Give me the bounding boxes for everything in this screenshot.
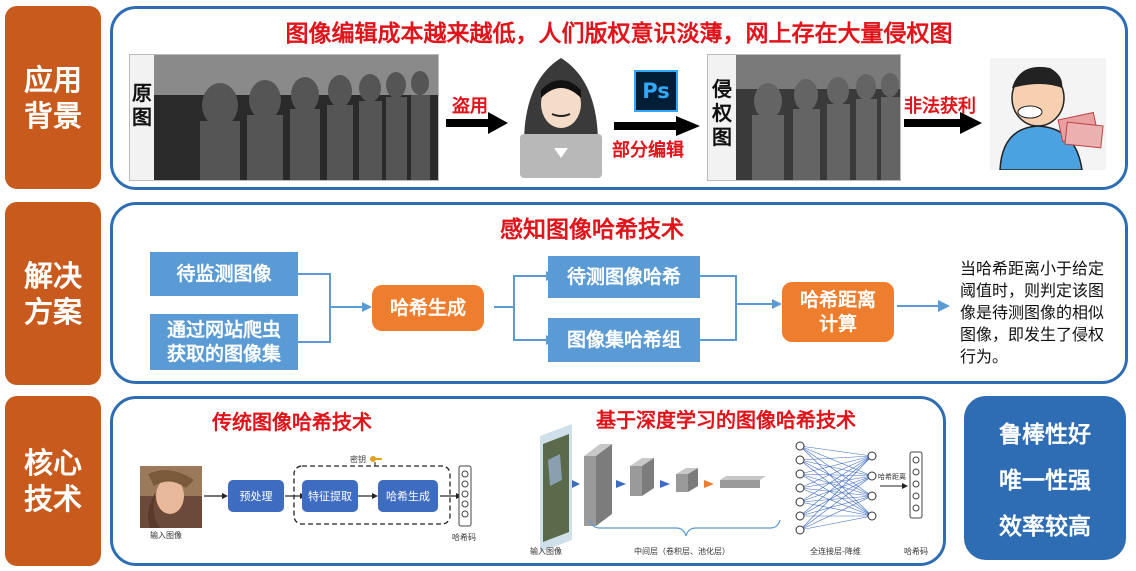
photoshop-label: Ps	[642, 79, 670, 103]
profit-label: 非法获利	[904, 96, 976, 117]
deep-output-caption: 哈希码	[904, 547, 928, 556]
feature-unique: 唯一性强	[999, 468, 1091, 494]
crawl-image-box: 通过网站爬虫获取的图像集	[150, 314, 298, 370]
infringing-photo-art	[708, 55, 900, 180]
feature-efficient: 效率较高	[999, 514, 1091, 540]
preprocess-label: 预处理	[239, 490, 273, 503]
feature-label: 特征提取	[308, 490, 352, 503]
feature-summary-box: 鲁棒性好 唯一性强 效率较高	[964, 396, 1126, 560]
original-label: 原图	[132, 81, 152, 129]
query-image-label: 待监测图像	[176, 263, 272, 285]
middle-caption: 中间层（卷积层、池化层）	[634, 547, 730, 556]
edit-arrow-icon	[614, 116, 700, 136]
side-label-core: 核心 技术	[5, 396, 101, 566]
distance-box: 哈希距离计算	[782, 282, 894, 342]
solution-title: 感知图像哈希技术	[500, 217, 684, 243]
steal-label: 盗用	[452, 96, 488, 117]
hash-gen-label: 哈希生成	[389, 297, 466, 319]
feature-box: 特征提取	[302, 480, 358, 512]
money-man-icon	[990, 58, 1106, 170]
edit-label: 部分编辑	[612, 140, 684, 161]
trad-hashgen-label: 哈希生成	[386, 490, 430, 503]
trad-output-caption: 哈希码	[452, 533, 476, 542]
query-hash-box: 待测图像哈希	[548, 256, 700, 298]
original-photo: 原图	[129, 54, 439, 181]
hash-distance-caption: 哈希距离	[878, 473, 906, 481]
trad-flow-lines	[204, 462, 472, 527]
steal-arrow-icon	[446, 112, 508, 134]
preprocess-box: 预处理	[228, 480, 284, 512]
traditional-title: 传统图像哈希技术	[212, 410, 372, 434]
side-label-solution-text: 解决 方案	[23, 258, 82, 329]
background-headline: 图像编辑成本越来越低，人们版权意识淡薄，网上存在大量侵权图	[285, 21, 953, 47]
fc-caption: 全连接层-降维	[810, 547, 861, 556]
side-label-background: 应用 背景	[5, 6, 101, 189]
deep-title: 基于深度学习的图像哈希技术	[596, 408, 856, 432]
profit-arrow-icon	[904, 112, 982, 134]
photoshop-icon: Ps	[634, 70, 678, 112]
trad-input-caption: 输入图像	[150, 531, 182, 540]
set-hash-label: 图像集哈希组	[566, 329, 681, 351]
hacker-icon	[520, 58, 602, 178]
deep-network-diagram	[540, 424, 923, 552]
crawl-image-label: 通过网站爬虫获取的图像集	[166, 319, 281, 365]
trad-hashgen-box: 哈希生成	[378, 480, 438, 512]
hash-gen-box: 哈希生成	[372, 285, 484, 331]
key-label: 密钥	[350, 455, 366, 464]
infringing-photo: 侵权图	[707, 54, 901, 181]
deep-input-caption: 输入图像	[530, 547, 562, 556]
distance-label: 哈希距离计算	[799, 289, 876, 335]
side-label-background-text: 应用 背景	[23, 62, 82, 133]
feature-robust: 鲁棒性好	[999, 422, 1091, 448]
original-photo-art	[130, 55, 438, 180]
set-hash-box: 图像集哈希组	[548, 318, 700, 362]
conclusion-text: 当哈希距离小于给定阈值时，则判定该图像是待测图像的相似图像，即发生了侵权行为。	[960, 259, 1105, 366]
lena-photo-icon	[140, 466, 202, 528]
infringe-label: 侵权图	[712, 77, 732, 149]
side-label-solution: 解决 方案	[5, 202, 101, 385]
key-icon	[370, 456, 382, 462]
query-image-box: 待监测图像	[150, 252, 298, 296]
side-label-core-text: 核心 技术	[23, 446, 82, 516]
query-hash-label: 待测图像哈希	[566, 266, 681, 288]
